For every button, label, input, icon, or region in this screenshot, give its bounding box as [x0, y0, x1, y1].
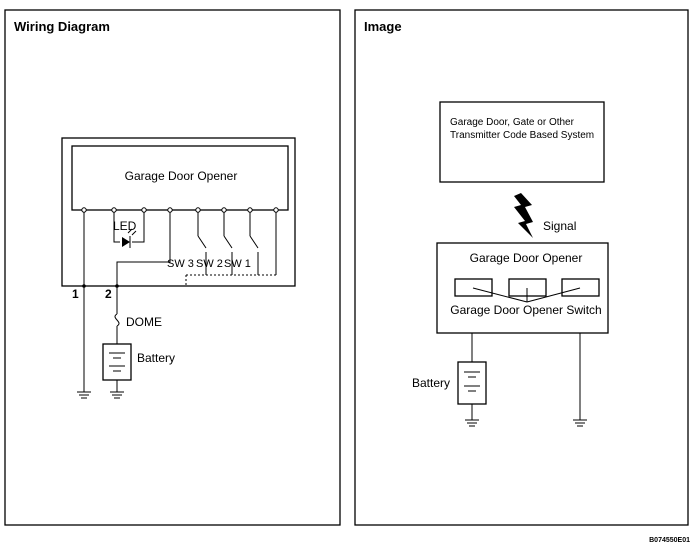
garage-door-opener-box [436, 242, 609, 334]
led-label: LED [113, 219, 137, 233]
system-box-line2: Transmitter Code Based System [450, 130, 594, 141]
switch-sw3 [197, 212, 207, 275]
image-panel-title: Image [364, 19, 402, 34]
switch-label-sw1: SW 1 [224, 258, 251, 270]
battery-label: Battery [137, 351, 175, 365]
image-panel [354, 9, 689, 526]
terminal-1-label: 1 [72, 287, 79, 301]
module-outer-frame [61, 137, 296, 287]
ground-icon [110, 391, 124, 399]
fuse-label: DOME [126, 315, 162, 329]
switch-label-sw2: SW 2 [196, 258, 223, 270]
right-battery-label: Battery [412, 376, 450, 390]
led-diode-icon [122, 228, 137, 248]
opener-switch-button-1 [454, 278, 493, 297]
ground-icon [465, 419, 479, 427]
switch-label-sw3: SW 3 [167, 258, 194, 270]
terminal-2-label: 2 [105, 287, 112, 301]
signal-lightning-icon [514, 193, 533, 238]
battery-icon [457, 361, 487, 405]
switch-sw2 [223, 212, 233, 275]
transmitter-system-box [439, 101, 605, 183]
opener-label: Garage Door Opener [470, 251, 583, 265]
module-terminals [81, 207, 279, 213]
garage-door-opener-module [71, 145, 289, 211]
wiring-diagram-title: Wiring Diagram [14, 19, 110, 34]
power-wire [116, 212, 171, 295]
opener-switch-button-3 [561, 278, 600, 297]
wiring-diagram-panel [4, 9, 341, 526]
opener-switch-label: Garage Door Opener Switch [450, 303, 601, 317]
switch-sw1 [249, 212, 259, 275]
system-box-line1: Garage Door, Gate or Other [450, 117, 575, 128]
fuse-icon [114, 313, 120, 327]
signal-label: Signal [543, 219, 576, 233]
figure-code: B074550E01 [649, 537, 690, 544]
module-label: Garage Door Opener [125, 169, 238, 183]
battery-icon [102, 343, 132, 381]
ground-icon [573, 419, 587, 427]
ground-icon [77, 391, 91, 399]
